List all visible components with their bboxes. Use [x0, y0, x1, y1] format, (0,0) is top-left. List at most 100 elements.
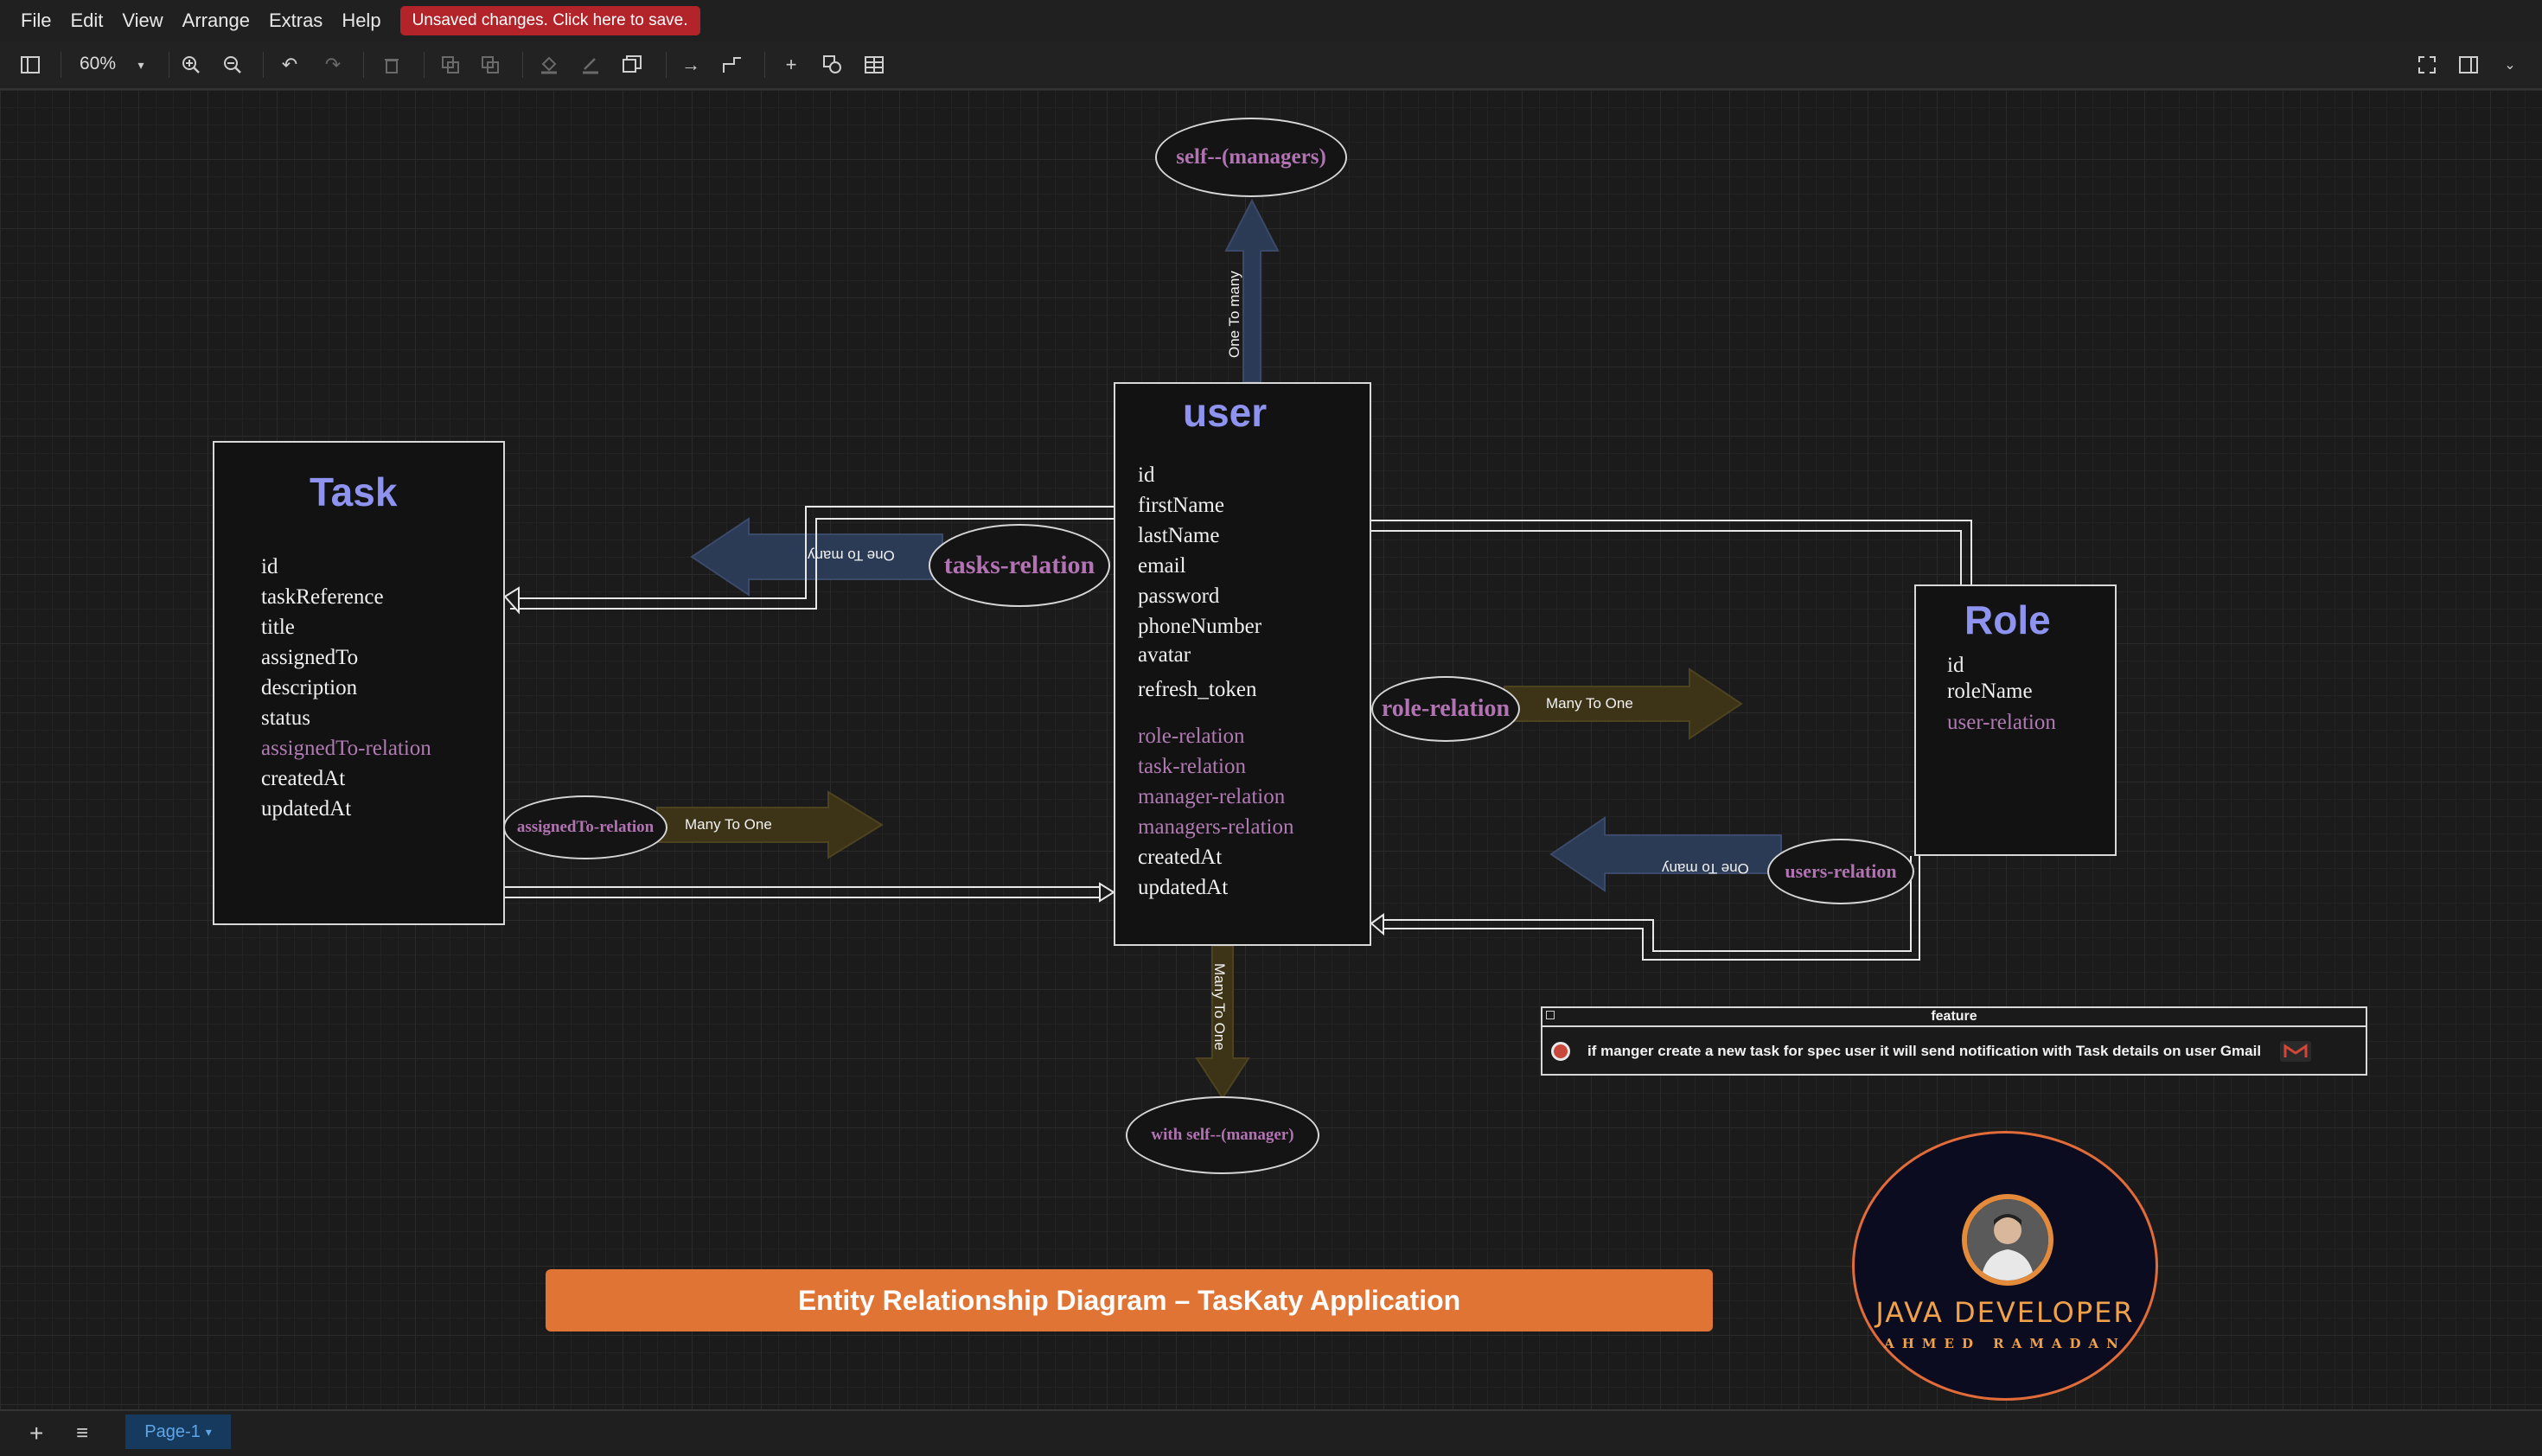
avatar [1962, 1194, 2053, 1286]
role-relation-ellipse[interactable]: role-relation [1371, 676, 1520, 742]
user-entity[interactable]: user id firstName lastName email passwor… [1114, 382, 1371, 946]
user-attr-role-relation: role-relation [1138, 725, 1245, 748]
task-attr-status: status [261, 706, 310, 730]
task-attr-id: id [261, 555, 278, 578]
feature-note[interactable]: feature if manger create a new task for … [1541, 1006, 2367, 1076]
user-attr-task-relation: task-relation [1138, 755, 1246, 778]
menu-file[interactable]: File [21, 10, 52, 31]
format-panel-icon[interactable] [17, 52, 43, 78]
shapes-icon[interactable] [820, 52, 846, 78]
connection-icon[interactable]: → [681, 54, 700, 75]
user-attr-refresh-token: refresh_token [1138, 678, 1257, 701]
table-icon[interactable] [861, 52, 887, 78]
gmail-icon [2280, 1041, 2312, 1062]
menu-help[interactable]: Help [342, 10, 381, 31]
connectors-layer [503, 198, 1981, 1100]
feature-header-label: feature [1931, 1009, 1977, 1024]
chevron-down-icon: ▾ [205, 1424, 212, 1439]
task-attr-updatedat: updatedAt [261, 797, 352, 821]
task-attr-title: title [261, 616, 295, 639]
task-attr-assignedto-relation: assignedTo-relation [261, 737, 431, 760]
many-to-one-down-arrow [1195, 945, 1250, 1100]
tab-page-1[interactable]: Page-1 ▾ [125, 1414, 231, 1449]
user-attr-updatedat: updatedAt [1138, 876, 1229, 899]
toolbar: 60% ▾ ↶ ↷ → + ⌄ [0, 42, 2542, 90]
assigned-many-to-one-label: Many To One [685, 816, 772, 833]
user-attr-managers-relation: managers-relation [1138, 815, 1294, 839]
menu-view[interactable]: View [122, 10, 163, 31]
one-to-many-label: One To many [1226, 271, 1242, 358]
user-attr-phonenumber: phoneNumber [1138, 615, 1262, 638]
shadow-icon[interactable] [619, 52, 645, 78]
menu-arrange[interactable]: Arrange [182, 10, 250, 31]
users-relation-arrow [1549, 816, 1782, 892]
menubar: File Edit View Arrange Extras Help Unsav… [0, 0, 2542, 42]
insert-icon[interactable]: + [785, 54, 797, 75]
chevron-down-icon[interactable]: ▾ [137, 57, 144, 72]
pages-menu-icon[interactable]: ≡ [76, 1421, 89, 1445]
user-attr-manager-relation: manager-relation [1138, 785, 1286, 808]
line-color-icon[interactable] [578, 52, 604, 78]
delete-icon[interactable] [379, 52, 405, 78]
tasks-one-to-many-label: One To many [808, 547, 895, 564]
to-back-icon[interactable] [477, 52, 503, 78]
role-attr-rolename: roleName [1947, 680, 2033, 703]
redo-icon[interactable]: ↷ [324, 54, 342, 75]
zoom-in-icon[interactable] [178, 52, 204, 78]
task-attr-description: description [261, 676, 358, 699]
user-attr-firstname: firstName [1138, 494, 1224, 517]
role-relation-arrow [1504, 667, 1743, 740]
user-attr-email: email [1138, 554, 1186, 578]
toolbar-divider [424, 52, 425, 78]
task-entity-title: Task [310, 469, 398, 514]
undo-icon[interactable]: ↶ [281, 54, 298, 75]
page-footer: + ≡ Page-1 ▾ [0, 1409, 2542, 1456]
task-attr-createdat: createdAt [261, 767, 346, 790]
toolbar-divider [522, 52, 523, 78]
menu-edit[interactable]: Edit [70, 10, 104, 31]
user-attr-lastname: lastName [1138, 524, 1220, 547]
zoom-level-select[interactable]: 60% [80, 54, 117, 73]
collapse-toggle-icon[interactable] [1546, 1011, 1555, 1019]
fullscreen-icon[interactable] [2414, 52, 2440, 78]
one-to-many-up-arrow [1224, 198, 1280, 383]
toolbar-divider [764, 52, 765, 78]
add-page-icon[interactable]: + [29, 1420, 44, 1446]
logo-subtitle: AHMED RAMADAN [1884, 1336, 2126, 1351]
role-attr-id: id [1947, 654, 1964, 677]
role-entity-title: Role [1964, 597, 2051, 642]
with-self-manager-ellipse[interactable]: with self--(manager) [1126, 1096, 1319, 1174]
toolbar-divider [666, 52, 667, 78]
users-relation-ellipse[interactable]: users-relation [1767, 839, 1914, 904]
zoom-out-icon[interactable] [220, 52, 246, 78]
diagram-canvas[interactable]: One To many Many To One One To many Many… [0, 90, 2542, 1409]
record-icon [1551, 1042, 1570, 1061]
user-attr-id: id [1138, 463, 1155, 487]
page-tab-label: Page-1 [144, 1421, 201, 1441]
role-entity[interactable]: Role id roleName user-relation [1914, 584, 2117, 856]
feature-header: feature [1542, 1008, 2366, 1027]
tasks-relation-ellipse[interactable]: tasks-relation [929, 524, 1110, 607]
toolbar-divider [263, 52, 264, 78]
fill-color-icon[interactable] [536, 52, 562, 78]
feature-body: if manger create a new task for spec use… [1542, 1027, 2366, 1076]
task-entity[interactable]: Task id taskReference title assignedTo d… [213, 441, 505, 925]
role-many-to-one-label: Many To One [1546, 695, 1633, 712]
user-attr-password: password [1138, 584, 1220, 608]
waypoints-icon[interactable] [719, 52, 745, 78]
assigned-to-relation-ellipse[interactable]: assignedTo-relation [503, 795, 667, 859]
assigned-to-arrow [656, 790, 884, 859]
user-entity-title: user [1183, 390, 1268, 435]
self-managers-ellipse[interactable]: self--(managers) [1155, 118, 1347, 197]
unsaved-changes-button[interactable]: Unsaved changes. Click here to save. [399, 6, 700, 35]
menu-extras[interactable]: Extras [268, 10, 323, 31]
to-front-icon[interactable] [438, 52, 463, 78]
diagram-title-banner: Entity Relationship Diagram – TasKaty Ap… [546, 1269, 1713, 1331]
user-attr-avatar: avatar [1138, 643, 1191, 667]
task-attr-assignedto: assignedTo [261, 646, 359, 669]
feature-text: if manger create a new task for spec use… [1587, 1043, 2262, 1059]
task-attr-taskreference: taskReference [261, 585, 384, 609]
collapse-icon[interactable]: ⌄ [2504, 58, 2516, 73]
users-one-to-many-label: One To many [1662, 860, 1749, 877]
panel-toggle-icon[interactable] [2456, 52, 2481, 78]
